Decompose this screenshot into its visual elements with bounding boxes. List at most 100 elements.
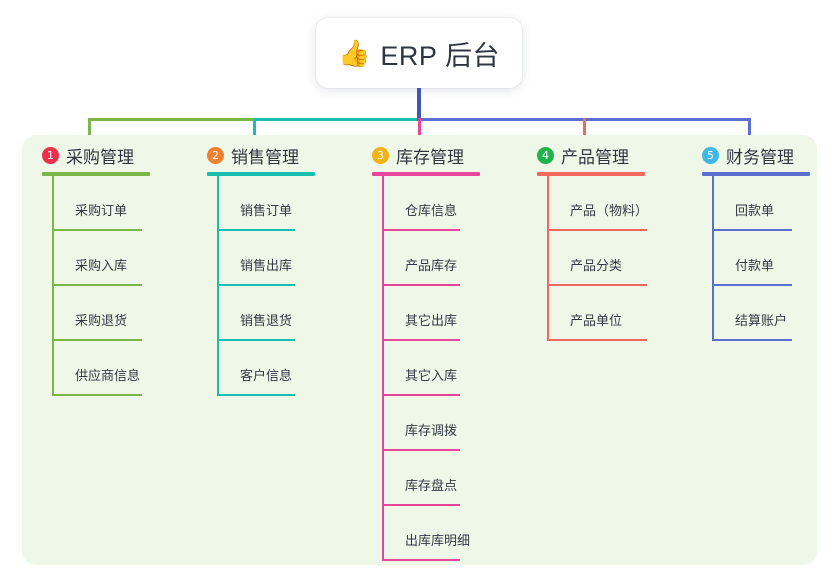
leaf-label: 采购入库	[75, 258, 128, 273]
branch-title-3: 库存管理	[396, 147, 464, 167]
leaf-underline	[52, 284, 142, 286]
leaf-underline	[52, 229, 142, 231]
leaf-spine	[52, 176, 54, 231]
branch-title-1: 采购管理	[66, 147, 134, 167]
leaf-label: 出库库明细	[405, 533, 471, 548]
leaf-underline	[382, 504, 460, 506]
leaf-spine	[382, 231, 384, 286]
branch-rule-1	[42, 172, 150, 176]
leaf-label: 客户信息	[240, 368, 293, 383]
branch-column-2: 2 销售管理销售订单销售出库销售退货客户信息	[205, 143, 315, 396]
connector-trunk	[417, 88, 421, 121]
branch-header-1[interactable]: 1 采购管理	[40, 143, 134, 167]
leaf-underline	[712, 229, 792, 231]
leaf-label: 采购订单	[75, 203, 128, 218]
leaf-underline	[712, 284, 792, 286]
leaf-spine	[712, 231, 714, 286]
leaf-label: 回款单	[735, 203, 775, 218]
leaf-label: 其它出库	[405, 313, 458, 328]
leaf-label: 销售订单	[240, 203, 293, 218]
leaf-underline	[382, 449, 460, 451]
connector-green-segment	[88, 118, 256, 121]
leaf-underline	[382, 559, 460, 561]
leaf-spine	[382, 396, 384, 451]
leaf-spine	[547, 176, 549, 231]
leaf-spine	[382, 506, 384, 561]
connector-drop-4	[583, 118, 586, 145]
branch-badge-3: 3	[372, 146, 389, 164]
leaf-spine	[52, 341, 54, 396]
leaf-label: 其它入库	[405, 368, 458, 383]
branch-header-5[interactable]: 5 财务管理	[700, 143, 794, 167]
leaf-spine	[712, 286, 714, 341]
leaf-spine	[52, 231, 54, 286]
leaf-label: 销售退货	[240, 313, 293, 328]
leaf-spine	[52, 286, 54, 341]
leaf-underline	[382, 394, 460, 396]
leaf-underline	[382, 339, 460, 341]
leaf-label: 销售出库	[240, 258, 293, 273]
connector-drop-2	[253, 118, 256, 145]
leaf-spine	[217, 231, 219, 286]
leaf-underline	[52, 339, 142, 341]
leaf-underline	[712, 339, 792, 341]
branch-badge-4: 4	[537, 146, 554, 164]
leaf-underline	[217, 284, 295, 286]
branch-header-2[interactable]: 2 销售管理	[205, 143, 299, 167]
branch-title-5: 财务管理	[726, 147, 794, 167]
leaf-spine	[382, 451, 384, 506]
branch-badge-5: 5	[702, 146, 719, 164]
connector-drop-1	[88, 118, 91, 145]
leaf-underline	[217, 394, 295, 396]
root-node[interactable]: 👍 ERP 后台	[316, 18, 522, 88]
leaf-spine	[382, 176, 384, 231]
branch-column-5: 5 财务管理回款单付款单结算账户	[700, 143, 810, 341]
leaf-spine	[217, 286, 219, 341]
leaf-underline	[547, 229, 647, 231]
branch-badge-1: 1	[42, 146, 59, 164]
leaf-underline	[382, 229, 460, 231]
leaf-label: 仓库信息	[405, 203, 458, 218]
leaf-label: 产品分类	[570, 258, 623, 273]
connector-drop-5	[748, 118, 751, 145]
leaf-spine	[217, 341, 219, 396]
leaf-label: 产品单位	[570, 313, 623, 328]
leaf-label: 产品库存	[405, 258, 458, 273]
thumbs-up-icon: 👍	[338, 38, 371, 68]
leaf-label: 采购退货	[75, 313, 128, 328]
leaf-label: 产品（物料）	[570, 203, 649, 218]
branch-rule-3	[372, 172, 480, 176]
branch-column-3: 3 库存管理仓库信息产品库存其它出库其它入库库存调拨库存盘点出库库明细	[370, 143, 480, 561]
branch-panel	[22, 135, 817, 565]
leaf-spine	[382, 341, 384, 396]
leaf-spine	[382, 286, 384, 341]
root-title: ERP 后台	[380, 40, 500, 71]
leaf-underline	[217, 339, 295, 341]
branch-title-4: 产品管理	[561, 147, 629, 167]
leaf-label: 库存调拨	[405, 423, 458, 438]
leaf-spine	[547, 231, 549, 286]
leaf-label: 供应商信息	[75, 368, 141, 383]
leaf-underline	[382, 284, 460, 286]
leaf-spine	[217, 176, 219, 231]
branch-column-4: 4 产品管理产品（物料） 产品分类产品单位	[535, 143, 648, 341]
leaf-underline	[547, 284, 647, 286]
branch-column-1: 1 采购管理采购订单采购入库采购退货供应商信息	[40, 143, 150, 396]
leaf-label: 库存盘点	[405, 478, 458, 493]
branch-rule-2	[207, 172, 315, 176]
connector-teal-segment	[253, 118, 421, 121]
leaf-label: 结算账户	[735, 313, 788, 328]
connector-drop-3	[418, 118, 421, 145]
leaf-spine	[712, 176, 714, 231]
branch-header-3[interactable]: 3 库存管理	[370, 143, 464, 167]
branch-title-2: 销售管理	[231, 147, 299, 167]
branch-rule-5	[702, 172, 810, 176]
leaf-underline	[52, 394, 142, 396]
leaf-spine	[547, 286, 549, 341]
branch-badge-2: 2	[207, 146, 224, 164]
branch-header-4[interactable]: 4 产品管理	[535, 143, 629, 167]
branch-rule-4	[537, 172, 645, 176]
leaf-label: 付款单	[735, 258, 775, 273]
leaf-underline	[547, 339, 647, 341]
